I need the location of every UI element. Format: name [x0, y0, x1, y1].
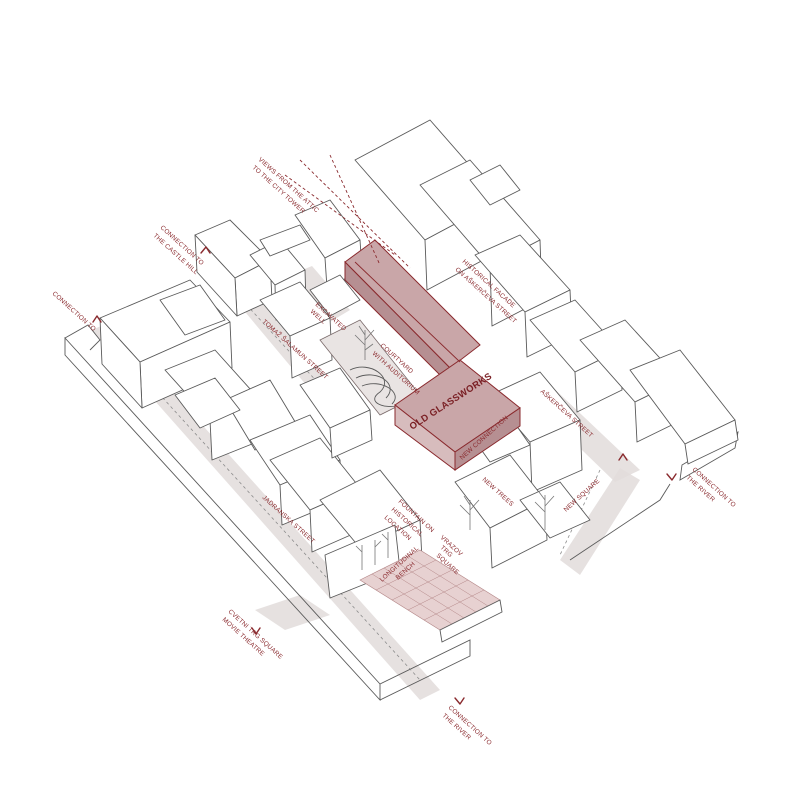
right-site-edge: [679, 431, 739, 481]
right-buildings: [354, 119, 739, 569]
chevron-down-icon: [666, 473, 677, 481]
view-lines: [284, 154, 411, 269]
old-glassworks-building: [344, 239, 521, 471]
left-buildings: [99, 219, 423, 599]
chevron-up-icon: [618, 453, 628, 461]
chevron-up-icon: [92, 315, 102, 323]
tree-icon: [354, 325, 375, 360]
trees: [354, 325, 555, 570]
chevron-down-icon: [251, 627, 261, 635]
cvetni-link-band: [255, 595, 330, 630]
vrazov-trg-square: [359, 549, 503, 643]
connection-markers: [92, 246, 677, 705]
chevron-up-icon: [200, 246, 211, 254]
new-square-band: [560, 468, 640, 575]
bottom-site-edge: [379, 639, 471, 701]
tree-icon: [355, 532, 389, 570]
tree-icon: [534, 491, 555, 530]
chevron-down-icon: [454, 697, 465, 705]
middle-buildings: [249, 199, 373, 459]
connection-label: CONNECTION TO: [51, 290, 97, 333]
jadranska-street-band: [92, 322, 440, 700]
views-label-line1: VIEWS FROM THE ATTIC: [257, 156, 321, 214]
site-edges: [64, 264, 739, 702]
tree-icon: [459, 495, 480, 530]
